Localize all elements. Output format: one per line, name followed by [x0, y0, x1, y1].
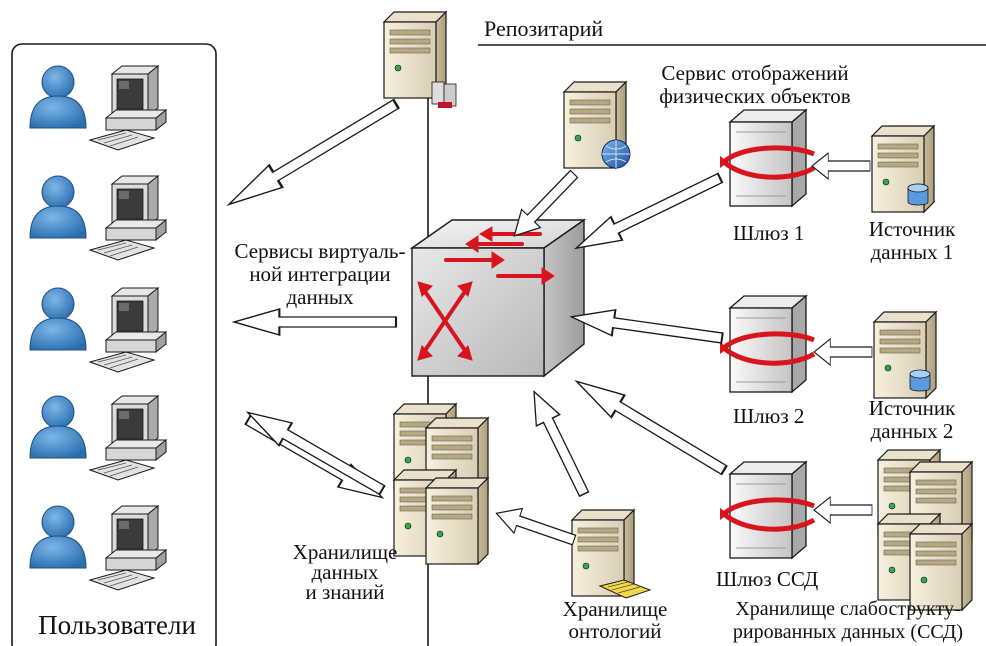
gateway-2-label: Шлюз 2	[733, 404, 805, 428]
arrow	[221, 91, 404, 217]
ontology-storage-line-1: Хранилище	[562, 597, 668, 621]
physical-mapping-label: Сервис отображений физических объектов	[620, 62, 890, 108]
source-2-line-1: Источник	[868, 396, 956, 420]
user-workstation-icon	[29, 175, 167, 261]
arrow	[232, 307, 398, 337]
arrow	[813, 338, 873, 366]
integration-services-label: Сервисы виртуаль- ной интеграции данных	[220, 240, 420, 309]
integration-services-line-3: данных	[286, 285, 354, 309]
gateway-1-icon	[720, 110, 814, 206]
data-storage-label: Хранилище данных и знаний	[270, 540, 420, 604]
ontology-storage-label: Хранилище онтологий	[540, 598, 690, 642]
source-1-line-1: Источник	[868, 217, 956, 241]
integration-services-line-2: ной интеграции	[249, 262, 391, 286]
gateway-2-icon	[720, 296, 814, 392]
semistructured-storage-cluster-icon	[877, 449, 973, 611]
arrow	[240, 400, 390, 503]
gateway-1-label: Шлюз 1	[733, 221, 805, 245]
source-2-line-2: данных 2	[870, 419, 954, 443]
users-title: Пользователи	[38, 610, 196, 640]
source-2-label: Источник данных 2	[852, 397, 972, 443]
arrow	[568, 302, 725, 352]
user-workstation-icon	[29, 505, 167, 591]
ontology-storage-line-2: онтологий	[568, 619, 662, 643]
users-panel-frame	[11, 43, 217, 646]
user-workstation-icon	[29, 287, 167, 373]
arrow	[568, 369, 732, 483]
repository-server-icon	[383, 11, 457, 108]
user-workstation-icon	[29, 65, 167, 151]
semistructured-storage-label: Хранилище слабострукту- рированных данны…	[712, 598, 984, 644]
source-1-line-2: данных 1	[870, 240, 954, 264]
source-1-label: Источник данных 1	[852, 218, 972, 264]
user-workstation-icon	[29, 395, 167, 481]
users-panel	[11, 43, 217, 646]
ontology-server-icon	[571, 509, 652, 599]
integration-services-line-1: Сервисы виртуаль-	[234, 239, 406, 263]
data-source-1-icon	[871, 125, 935, 213]
semistructured-storage-line-1: Хранилище слабострукту-	[735, 598, 961, 620]
arrow	[569, 165, 727, 261]
arrow	[491, 500, 579, 553]
integration-router-icon	[409, 218, 587, 378]
repository-label: Репозитарий	[484, 16, 604, 41]
data-storage-line-3: и знаний	[305, 580, 385, 604]
data-storage-line-2: данных	[311, 560, 379, 584]
data-storage-line-1: Хранилище	[292, 540, 398, 564]
data-source-2-icon	[873, 311, 937, 399]
arrow	[521, 385, 597, 501]
data-storage-cluster-icon	[393, 403, 489, 565]
mapping-service-server-icon	[563, 81, 631, 169]
arrow	[813, 496, 873, 524]
gateway-ssd-label: Шлюз ССД	[716, 567, 819, 591]
semistructured-storage-line-2: рированных данных (ССД)	[732, 621, 964, 643]
gateway-ssd-icon	[720, 462, 814, 558]
physical-mapping-line-2: физических объектов	[659, 84, 851, 108]
arrow	[811, 152, 871, 180]
physical-mapping-line-1: Сервис отображений	[661, 61, 849, 85]
